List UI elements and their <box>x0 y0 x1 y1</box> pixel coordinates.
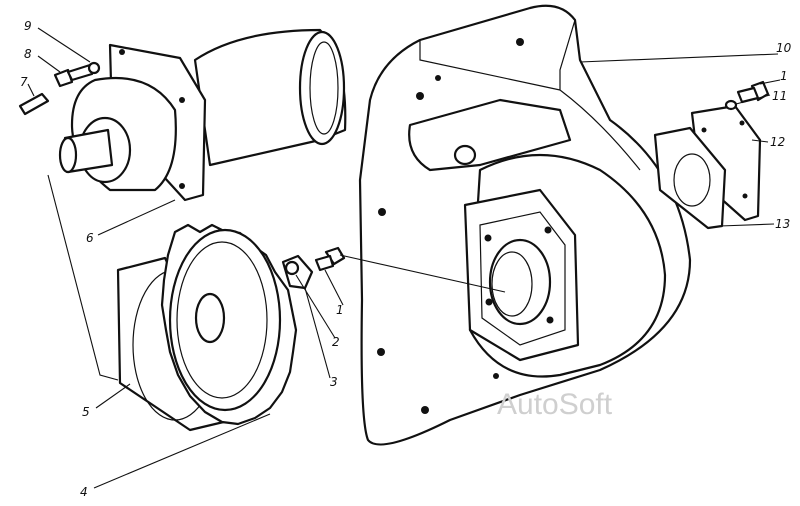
leader-1-top <box>759 79 781 85</box>
leader-5 <box>95 383 131 409</box>
housing-flange <box>463 188 580 362</box>
leader-2 <box>295 274 336 339</box>
callout-11: 11 <box>772 89 787 103</box>
leader-4 <box>93 413 271 489</box>
callout-1-top: 1 <box>780 69 788 83</box>
leader-8 <box>37 55 61 73</box>
callout-6: 6 <box>86 231 94 245</box>
leader-13 <box>719 223 775 227</box>
callout-1-mid: 1 <box>336 303 344 317</box>
callout-3: 3 <box>330 375 338 389</box>
leader-3 <box>304 287 331 379</box>
leader-11 <box>735 94 771 105</box>
callout-8: 8 <box>24 47 32 61</box>
watermark: AutoSoft <box>497 388 613 421</box>
shaft-housing <box>58 28 347 202</box>
callout-13: 13 <box>775 217 790 231</box>
leader-7 <box>27 83 35 97</box>
leader-9 <box>37 27 91 63</box>
callout-12: 12 <box>770 135 785 149</box>
connector-line-shaft-gasket <box>47 174 119 381</box>
washer-left <box>87 61 101 75</box>
leader-10 <box>579 53 779 63</box>
callout-10: 10 <box>776 41 792 55</box>
connector-line-bolt-flange <box>339 254 506 293</box>
gear <box>160 223 298 426</box>
lock-washer <box>284 260 300 276</box>
callout-9: 9 <box>24 19 32 33</box>
leader-12 <box>751 139 769 143</box>
bolt-mid <box>314 246 346 272</box>
callout-2: 2 <box>332 335 340 349</box>
callout-5: 5 <box>82 405 90 419</box>
callout-4: 4 <box>80 485 88 499</box>
washer-top <box>724 99 738 111</box>
housing-bracket <box>408 98 572 172</box>
bolt-left <box>53 63 94 88</box>
leader-1-mid <box>324 269 344 306</box>
callout-7: 7 <box>20 75 28 89</box>
key <box>18 92 50 116</box>
leader-6 <box>97 199 176 236</box>
